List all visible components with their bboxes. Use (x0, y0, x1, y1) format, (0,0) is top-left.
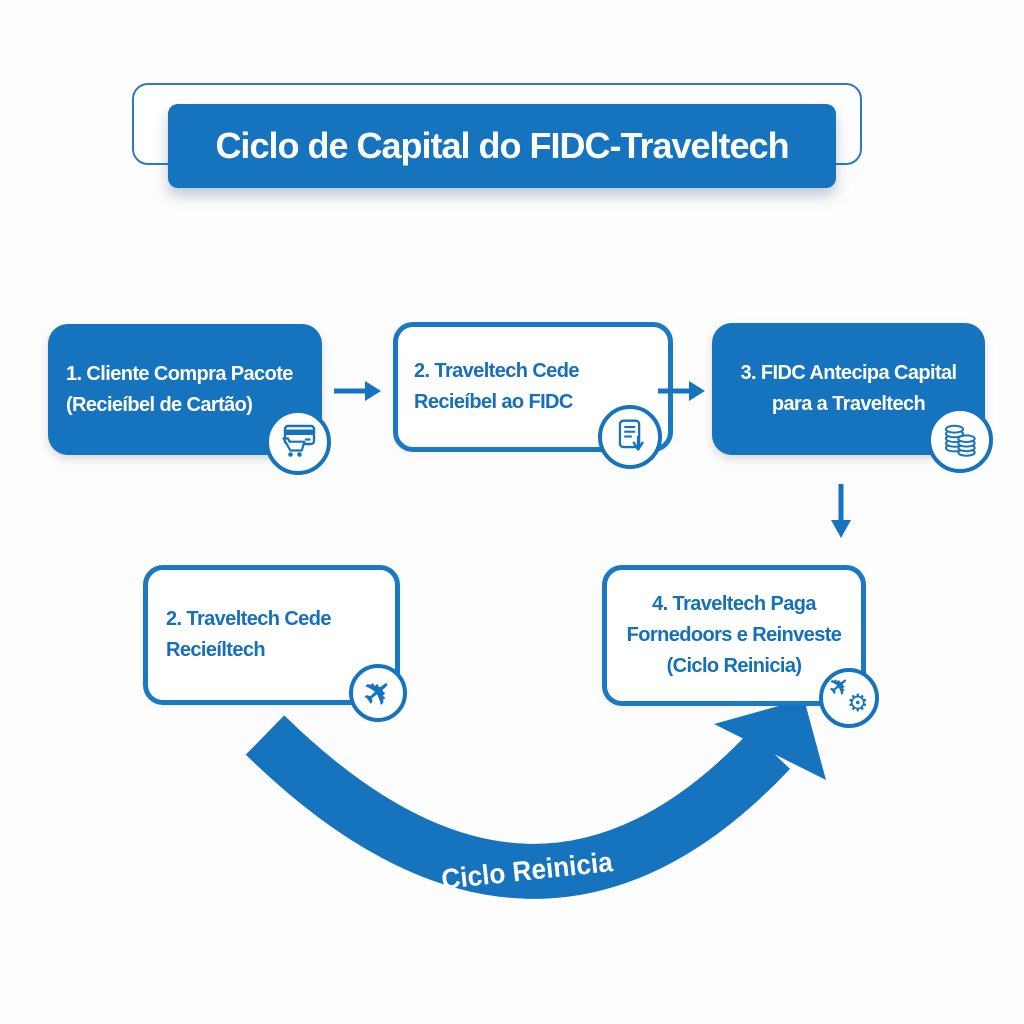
page-title: Ciclo de Capital do FIDC-Traveltech (215, 125, 789, 166)
step-2-line-2: Recieíbel ao FIDC (414, 391, 573, 413)
document-download-icon (598, 405, 662, 469)
airplane-glyph: ✈ (354, 669, 402, 717)
airplane-icon: ✈ (349, 664, 407, 722)
step-4-line-2: Fornedoors e Reinveste (626, 624, 842, 646)
step-box-2: 2. Traveltech Cede Recieíbel ao FIDC (393, 322, 673, 452)
airplane-gear-icon: ✈ ⚙ (819, 668, 879, 728)
flow-arrow-1-icon (334, 381, 381, 401)
step-2b-line-2: Recieíltech (166, 639, 266, 661)
step-1-line-1: 1. Cliente Compra Pacote (66, 362, 293, 385)
step-1-line-2: (Recieíbel de Cartão) (66, 393, 253, 416)
step-4-line-1: 4. Traveltech Paga (652, 593, 816, 615)
gear-glyph: ⚙ (847, 690, 869, 717)
down-arrow-icon (831, 484, 851, 538)
cycle-arrowhead (714, 699, 826, 780)
step-2-line-1: 2. Traveltech Cede (414, 360, 579, 382)
card-pos-cart-icon (265, 409, 331, 475)
flow-arrow-2-icon (658, 381, 705, 401)
step-4-line-3: (Ciclo Reinicia) (666, 655, 802, 677)
step-2b-line-1: 2. Traveltech Cede (166, 608, 331, 630)
cycle-arrow-band (245, 715, 791, 899)
title-banner: Ciclo de Capital do FIDC-Traveltech (168, 104, 836, 188)
step-3-line-2: para a Traveltech (771, 393, 926, 415)
step-3-line-1: 3. FIDC Antecipa Capital (740, 362, 957, 384)
coin-stacks-icon (927, 407, 993, 473)
step-box-2b: 2. Traveltech Cede Recieíltech (143, 565, 400, 705)
